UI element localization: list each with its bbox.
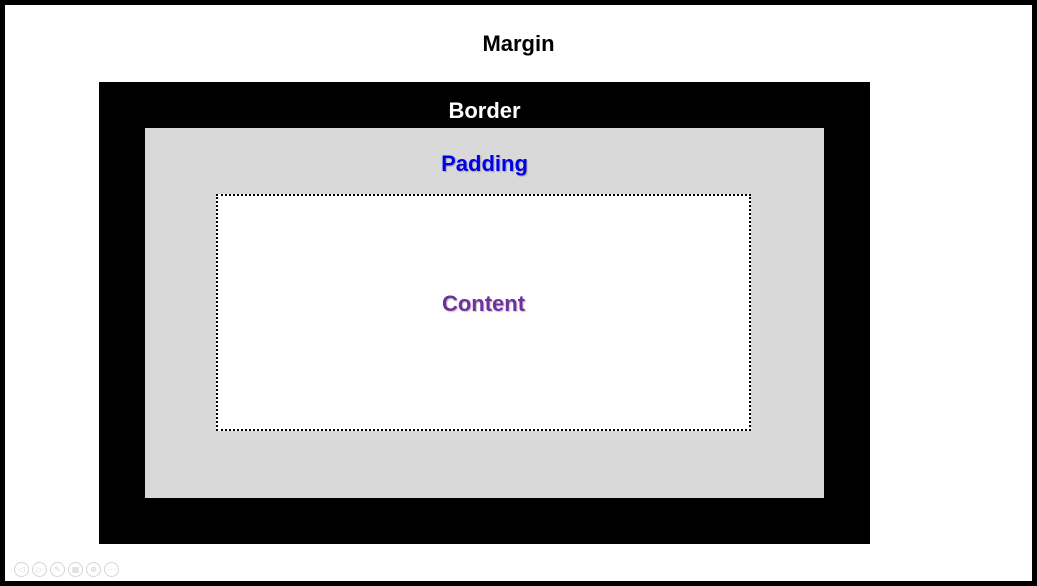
padding-label: Padding	[441, 151, 528, 176]
next-icon[interactable]: ▷	[32, 562, 47, 577]
border-box: Border Padding Content	[99, 82, 870, 544]
content-box: Content	[216, 194, 751, 431]
previous-icon[interactable]: ◁	[14, 562, 29, 577]
slideshow-nav-controls: ◁ ▷ ✎ ▦ ⊕ ⋯	[14, 562, 119, 577]
zoom-icon[interactable]: ⊕	[86, 562, 101, 577]
border-label: Border	[448, 98, 521, 123]
content-label: Content	[441, 291, 526, 316]
more-icon[interactable]: ⋯	[104, 562, 119, 577]
margin-label: Margin	[482, 31, 555, 56]
pen-icon[interactable]: ✎	[50, 562, 65, 577]
padding-box: Padding Content	[145, 128, 824, 498]
slides-icon[interactable]: ▦	[68, 562, 83, 577]
